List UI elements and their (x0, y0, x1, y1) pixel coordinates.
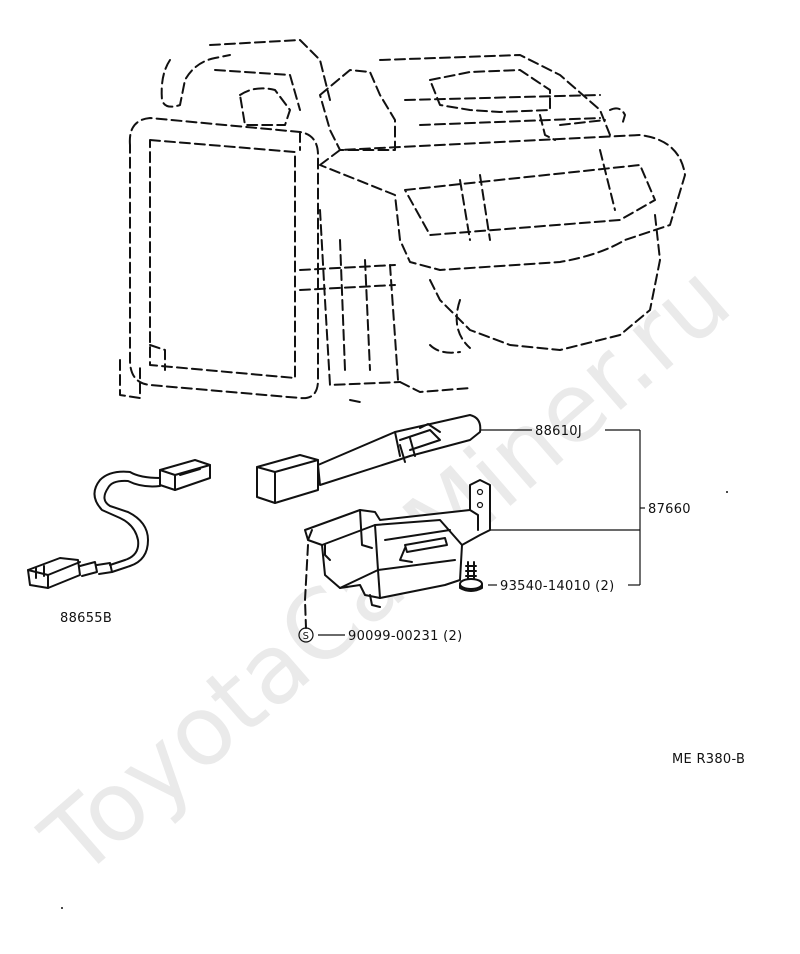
bracket-assembly-87660 (304, 479, 491, 608)
screw-93540-14010 (459, 561, 483, 592)
heater-unit-outline (119, 39, 686, 403)
callout-lines (318, 429, 645, 636)
label-harness: 88655B (60, 611, 112, 626)
label-screw: 93540-14010 (2) (500, 579, 614, 594)
label-clip: 90099-00231 (2) (348, 629, 462, 644)
label-servo: 88610J (535, 424, 582, 439)
wire-harness-88655b (27, 459, 211, 589)
servo-motor-88610j (256, 414, 482, 504)
clip-leader (304, 544, 309, 629)
speck (726, 491, 728, 493)
clip-symbol: S (303, 631, 310, 642)
label-assembly: 87660 (648, 502, 691, 517)
speck (61, 907, 63, 909)
diagram-code: ME R380-B (672, 752, 745, 767)
clip-symbol-circle (298, 627, 314, 643)
